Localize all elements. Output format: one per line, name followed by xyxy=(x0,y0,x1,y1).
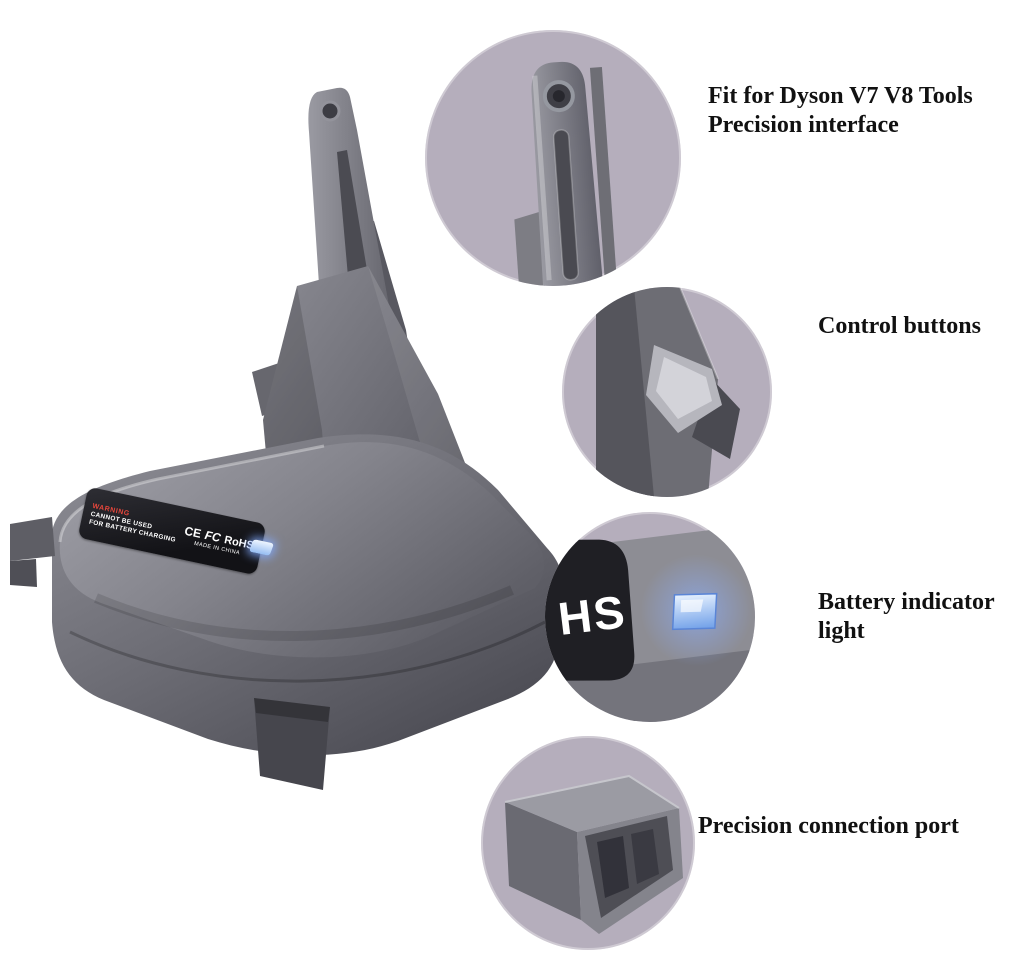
callout-label-line: light xyxy=(818,618,865,644)
warning-text-block: WARNING CANNOT BE USED FOR BATTERY CHARG… xyxy=(88,502,179,543)
indicator-light-zoom: HS xyxy=(545,520,755,722)
rohs-fragment-text: HS xyxy=(555,585,629,645)
ce-mark: CE xyxy=(183,523,203,541)
label-edge-zoom xyxy=(545,539,635,681)
callout-label-battery-indicator: Battery indicator light xyxy=(818,588,995,646)
prong-tip-zoom xyxy=(514,61,617,286)
callout-circle-precision-interface xyxy=(425,30,681,286)
certification-block: CE FC RoHS MADE IN CHINA xyxy=(182,523,255,558)
callout-circle-connection-port xyxy=(481,736,695,950)
side-release-tab xyxy=(10,517,55,587)
prong-slot-zoom xyxy=(553,130,579,280)
callout-label-line: Battery indicator xyxy=(818,589,995,615)
callout-circle-battery-indicator: HS xyxy=(545,512,755,722)
callout-label-control-buttons: Control buttons xyxy=(818,312,981,341)
body-top-face xyxy=(59,442,545,658)
callout-label-precision-interface: Fit for Dyson V7 V8 Tools Precision inte… xyxy=(708,82,973,140)
connection-port-zoom xyxy=(504,774,683,934)
callout-label-line: Precision connection port xyxy=(698,813,959,839)
callout-circle-control-buttons xyxy=(562,287,772,497)
callout-label-line: Fit for Dyson V7 V8 Tools xyxy=(708,83,973,109)
callout-label-line: Precision interface xyxy=(708,112,899,138)
callout-label-connection-port: Precision connection port xyxy=(698,812,959,841)
connection-foot xyxy=(254,698,330,790)
prong-hole xyxy=(319,100,341,122)
control-buttons-zoom xyxy=(596,287,740,497)
callout-label-line: Control buttons xyxy=(818,313,981,339)
